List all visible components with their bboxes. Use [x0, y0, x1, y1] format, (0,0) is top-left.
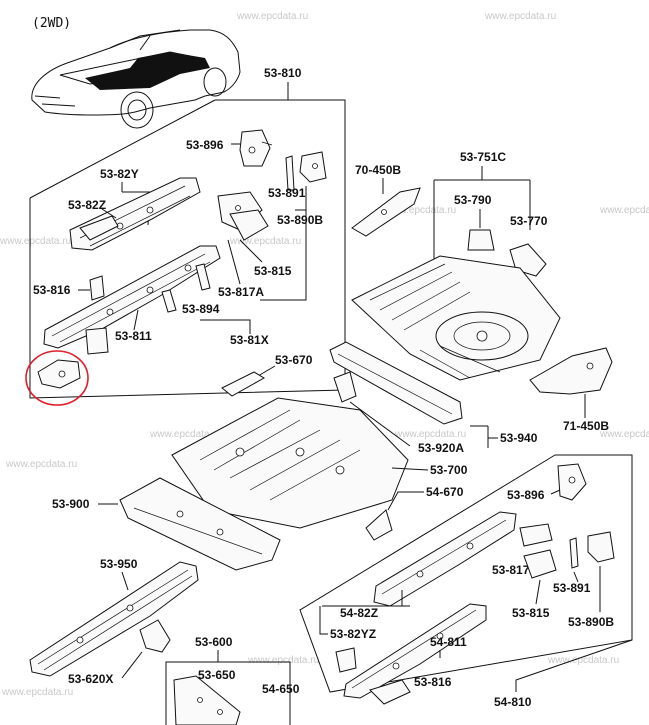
part-53-815	[229, 209, 269, 241]
label-53-620X: 53-620X	[68, 672, 113, 686]
frame-group-53-600: 53-600 53-650 54-650	[165, 635, 300, 725]
floor-highlight-shape	[85, 52, 210, 90]
watermark-text: www.epcdata.ru	[1, 687, 73, 698]
label-53-751C: 53-751C	[460, 150, 506, 164]
watermark-text: www.epcdata.ru	[229, 236, 301, 247]
label-53-81X: 53-81X	[230, 333, 269, 347]
label-53-770: 53-770	[510, 214, 548, 228]
label-53-82Y: 53-82Y	[100, 167, 139, 181]
label-53-891-right: 53-891	[553, 581, 591, 595]
label-54-811: 54-811	[430, 635, 467, 649]
label-53-82YZ: 53-82YZ	[330, 627, 376, 641]
drive-type-header: (2WD)	[32, 16, 71, 31]
watermark-text: www.epcdata.ru	[547, 655, 619, 666]
part-53-940-crossmember	[329, 341, 463, 425]
label-53-890B-right: 53-890B	[568, 615, 614, 629]
part-54-816-bracket	[369, 679, 411, 705]
watermark-text: www.epcdata.ru	[149, 429, 221, 440]
label-53-940: 53-940	[500, 431, 538, 445]
part-53-900	[119, 477, 281, 571]
part-53-896	[239, 129, 271, 167]
label-53-650: 53-650	[198, 668, 236, 682]
label-53-890B: 53-890B	[277, 213, 323, 227]
label-53-816-right: 53-816	[414, 675, 452, 689]
watermark-text: www.epcdata.ru	[236, 11, 308, 22]
label-53-700: 53-700	[430, 463, 468, 477]
part-53-81X	[85, 327, 109, 355]
frame-group-53-810: 53-810 53-896 53-891 53-890B 53-82Y 53-8…	[25, 66, 346, 406]
part-71-450B	[529, 347, 613, 395]
watermark-text: www.epcdata.ru	[5, 459, 77, 470]
part-53-816	[89, 275, 105, 301]
label-53-891: 53-891	[268, 186, 306, 200]
watermark-text: www.epcdata.ru	[394, 429, 466, 440]
part-53-670	[221, 371, 265, 397]
part-53-816-right	[335, 647, 357, 673]
watermark-text: www.epcdata.ru	[0, 236, 71, 247]
label-53-896-right: 53-896	[507, 488, 545, 502]
part-53-920A	[333, 371, 357, 403]
label-54-810: 54-810	[494, 695, 532, 709]
label-53-817A: 53-817A	[218, 285, 264, 299]
label-53-896: 53-896	[186, 138, 224, 152]
frame-group-54-810: 53-896 53-891 53-890B 53-817A 53-815 54-…	[299, 454, 633, 709]
part-53-790	[467, 229, 495, 251]
highlight-circle	[25, 350, 89, 406]
label-53-816: 53-816	[33, 283, 71, 297]
part-53-620X	[139, 619, 171, 653]
label-53-600: 53-600	[195, 635, 233, 649]
label-53-670: 53-670	[275, 353, 313, 367]
watermark-text: www.epcdata.ru	[384, 205, 456, 216]
part-54-811-rail	[343, 603, 487, 699]
part-53-650	[173, 675, 241, 725]
label-71-450B: 71-450B	[563, 419, 609, 433]
label-53-811: 53-811	[115, 329, 152, 343]
part-53-891-right-clip	[569, 537, 579, 569]
part-53-890B-right	[587, 531, 615, 563]
label-53-790: 53-790	[454, 193, 492, 207]
label-53-82Z: 53-82Z	[68, 198, 106, 212]
label-53-950: 53-950	[100, 557, 138, 571]
rear-floor-group: 70-450B 53-751C 53-790 53-770 71-450B	[351, 150, 613, 433]
label-54-670: 54-670	[426, 485, 464, 499]
label-53-920A: 53-920A	[418, 441, 464, 455]
label-54-82Z: 54-82Z	[340, 606, 378, 620]
watermark-text: www.epcdata.ru	[599, 429, 649, 440]
label-54-650: 54-650	[262, 682, 300, 696]
label-53-810: 53-810	[264, 66, 302, 80]
part-53-894-clip	[195, 263, 211, 291]
label-53-815-right: 53-815	[512, 606, 550, 620]
part-53-950-rail	[29, 561, 199, 677]
watermark-text: www.epcdata.ru	[247, 655, 319, 666]
part-53-811-rail	[43, 245, 221, 349]
watermark-text: www.epcdata.ru	[599, 205, 649, 216]
label-70-450B: 70-450B	[355, 163, 401, 177]
lower-left-rail-group: 53-950 53-620X	[29, 557, 199, 686]
label-53-894: 53-894	[182, 302, 220, 316]
label-53-900: 53-900	[52, 497, 90, 511]
part-53-817A-right	[519, 523, 553, 547]
part-54-670	[365, 509, 393, 541]
label-53-815: 53-815	[254, 264, 292, 278]
part-53-815-right	[523, 549, 557, 579]
part-53-891-clip	[285, 155, 295, 191]
part-53-82Z	[79, 215, 119, 241]
part-54-82Z-rail	[373, 511, 517, 607]
car-thumbnail	[31, 29, 241, 129]
label-53-817A-right: 53-817A	[492, 563, 538, 577]
part-53-894	[161, 289, 177, 313]
watermark-layer: www.epcdata.ru www.epcdata.ru www.epcdat…	[0, 11, 649, 698]
watermark-text: www.epcdata.ru	[484, 11, 556, 22]
center-floor-group: 53-670 53-920A 53-940 53-700 54-670 53-9…	[52, 341, 538, 571]
